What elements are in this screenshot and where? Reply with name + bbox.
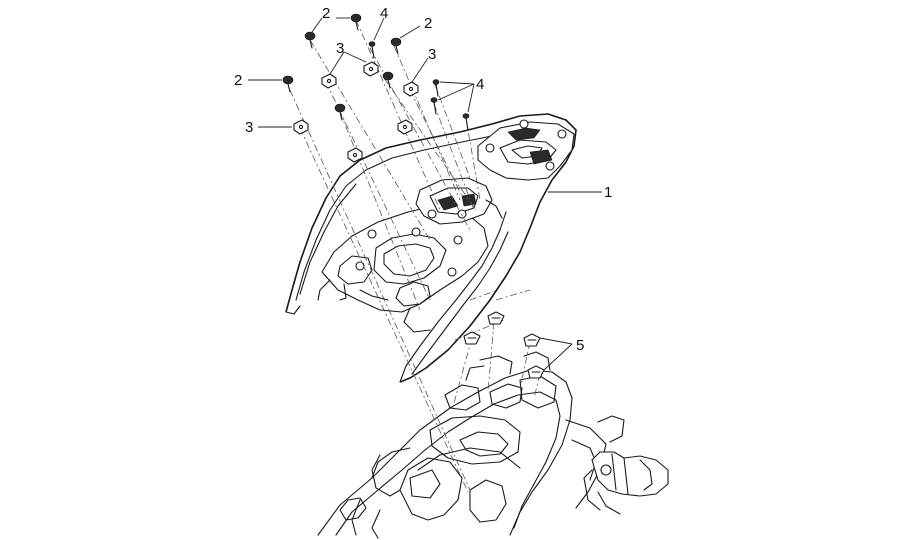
clip-nut-icon bbox=[463, 331, 481, 345]
screw-icon bbox=[462, 113, 470, 131]
washer-icon bbox=[347, 147, 363, 163]
washer-icon bbox=[363, 61, 379, 77]
screw-icon bbox=[432, 79, 440, 97]
screw-icon bbox=[368, 41, 376, 59]
callout-3: 3 bbox=[428, 46, 436, 63]
washer-icon bbox=[293, 119, 309, 135]
washer-icon bbox=[403, 81, 419, 97]
washer-icon bbox=[321, 73, 337, 89]
rear-subframe bbox=[317, 351, 669, 539]
callout-4: 4 bbox=[476, 76, 484, 93]
bolt-icon bbox=[350, 13, 362, 31]
luggage-rack bbox=[285, 113, 577, 383]
callout-2: 2 bbox=[424, 15, 432, 32]
bolt-icon bbox=[390, 37, 402, 55]
callout-labels: 1 2 2 2 3 3 3 4 4 5 bbox=[234, 5, 612, 354]
callout-4: 4 bbox=[380, 5, 388, 22]
fasteners bbox=[282, 13, 545, 379]
callout-3: 3 bbox=[245, 119, 253, 136]
clip-nut-icon bbox=[523, 333, 541, 347]
leader-lines bbox=[248, 17, 602, 371]
callout-1: 1 bbox=[604, 184, 612, 201]
washer-icon bbox=[397, 119, 413, 135]
screw-icon bbox=[430, 97, 438, 115]
clip-nut-icon bbox=[487, 311, 505, 325]
bolt-icon bbox=[382, 71, 394, 89]
callout-5: 5 bbox=[576, 337, 584, 354]
bolt-icon bbox=[334, 103, 346, 121]
bolt-icon bbox=[282, 75, 294, 93]
callout-2: 2 bbox=[234, 72, 242, 89]
callout-2: 2 bbox=[322, 5, 330, 22]
clip-nut-icon bbox=[527, 365, 545, 379]
callout-3: 3 bbox=[336, 40, 344, 57]
bolt-icon bbox=[304, 31, 316, 49]
